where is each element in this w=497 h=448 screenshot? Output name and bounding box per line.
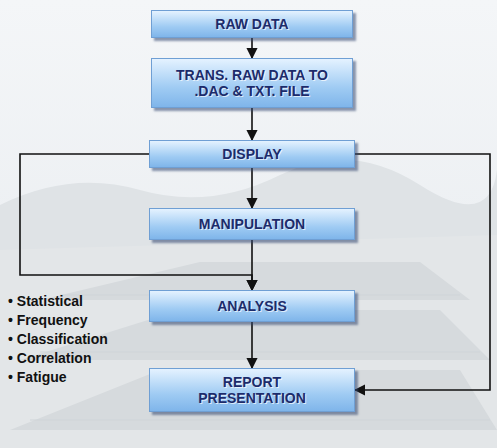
flow-arrow <box>251 38 253 58</box>
process-box: ANALYSIS <box>149 290 355 322</box>
flow-arrow <box>355 154 490 390</box>
process-box: TRANS. RAW DATA TO .DAC & TXT. FILE <box>151 58 353 108</box>
analysis-type: • Frequency <box>8 312 88 328</box>
roof <box>10 370 497 430</box>
analysis-type: • Fatigue <box>8 369 67 385</box>
process-box: RAW DATA <box>151 10 353 38</box>
box-label: MANIPULATION <box>199 216 305 232</box>
process-box: MANIPULATION <box>149 208 355 240</box>
analysis-type: • Classification <box>8 331 108 347</box>
box-label: RAW DATA <box>215 16 288 32</box>
roof-lines <box>30 295 490 420</box>
ground <box>0 235 497 448</box>
box-label: DISPLAY <box>222 146 281 162</box>
analysis-type: • Statistical <box>8 293 83 309</box>
flow-arrow <box>251 240 253 290</box>
box-label: REPORT PRESENTATION <box>182 374 322 406</box>
flow-arrow <box>251 322 253 368</box>
analysis-type: • Correlation <box>8 350 91 366</box>
process-box: REPORT PRESENTATION <box>149 368 355 412</box>
flow-arrow <box>251 108 253 140</box>
box-label: ANALYSIS <box>217 298 287 314</box>
roof-line <box>40 352 480 353</box>
roof-line <box>30 420 490 421</box>
process-box: DISPLAY <box>149 140 355 168</box>
box-label: TRANS. RAW DATA TO .DAC & TXT. FILE <box>167 67 337 99</box>
flow-arrow <box>251 168 253 208</box>
